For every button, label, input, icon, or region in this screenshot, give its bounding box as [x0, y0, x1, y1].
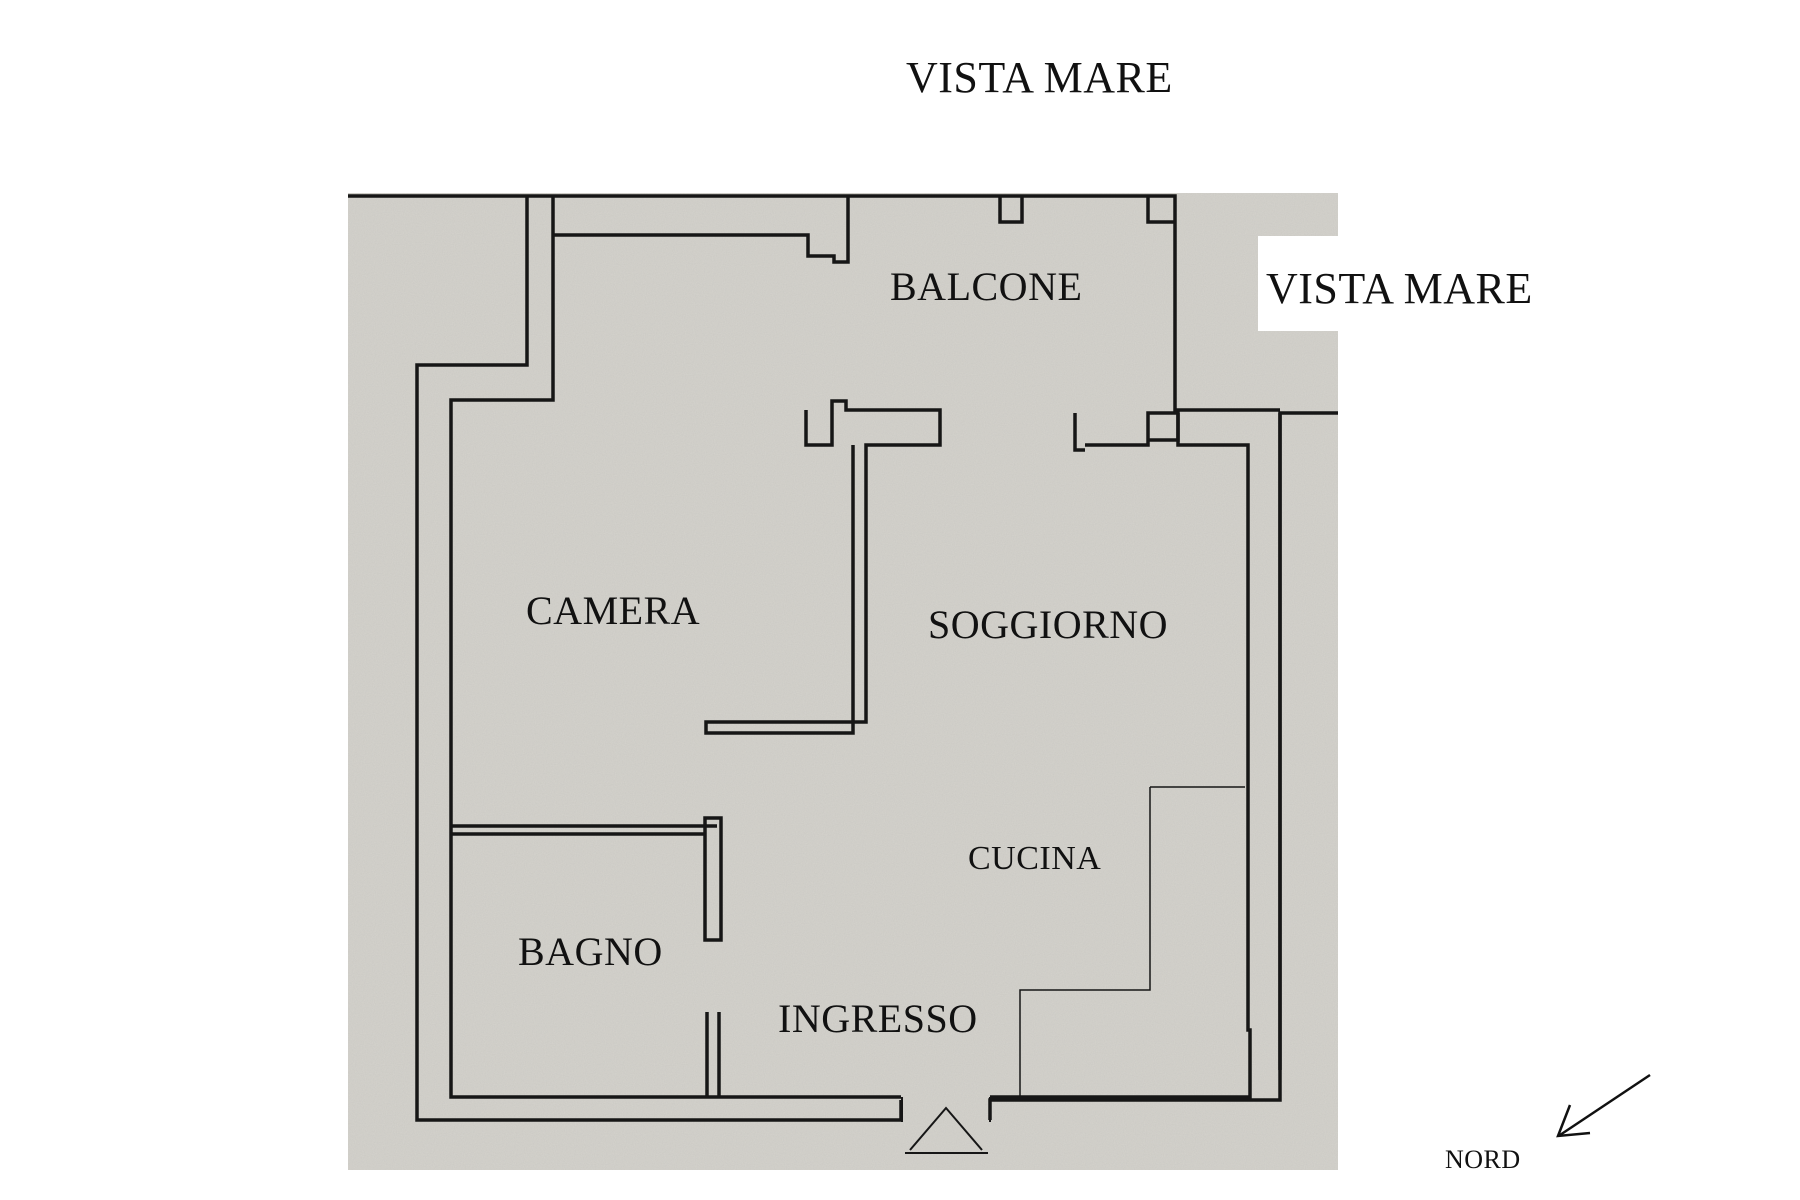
room-label-bagno: BAGNO — [518, 929, 663, 974]
room-label-camera: CAMERA — [526, 588, 701, 633]
kitchen-outline — [1019, 786, 1245, 1097]
pillar-3 — [1148, 413, 1180, 442]
room-label-balcone: BALCONE — [890, 264, 1083, 309]
arrow-southwest-icon — [1556, 1073, 1651, 1138]
room-label-soggiorno: SOGGIORNO — [928, 602, 1169, 647]
bathroom-wall-lower — [705, 1012, 721, 1097]
partition-camera-soggiorno — [704, 399, 942, 735]
partition-camera-bagno — [451, 824, 717, 836]
north-label: NORD — [1445, 1145, 1521, 1174]
bathroom-wall-upper — [703, 816, 723, 942]
walls — [348, 194, 1338, 1154]
view-label-top: VISTA MARE — [906, 53, 1173, 102]
room-label-cucina: CUCINA — [968, 840, 1102, 877]
paper-sheet — [348, 193, 1528, 1170]
entrance-door-symbol — [901, 1097, 991, 1154]
view-label-right: VISTA MARE — [1266, 264, 1533, 313]
room-label-ingresso: INGRESSO — [778, 996, 978, 1041]
balcony-door-jamb — [1073, 413, 1085, 452]
pillar-1 — [998, 196, 1024, 224]
balcony-edge — [348, 194, 1280, 412]
pillar-2 — [1146, 196, 1175, 224]
inner-wall — [449, 196, 1252, 1099]
